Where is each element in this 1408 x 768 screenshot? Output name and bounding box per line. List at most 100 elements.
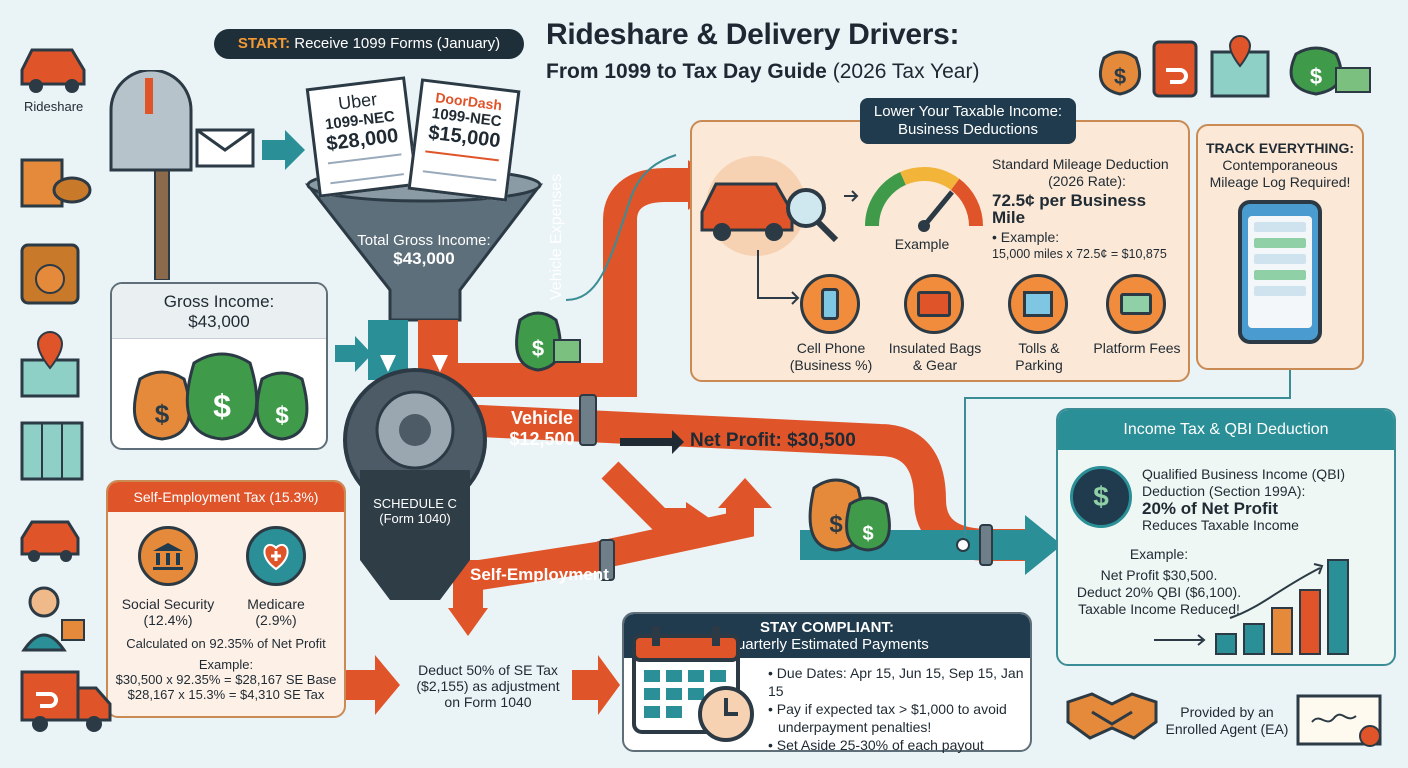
bank-icon: [138, 526, 198, 586]
deduct-line1: Deduct 50% of SE Tax: [418, 662, 558, 678]
track-line1: Contemporaneous: [1222, 157, 1338, 173]
deduct-half-text: Deduct 50% of SE Tax ($2,155) as adjustm…: [400, 662, 576, 710]
svg-text:$: $: [275, 402, 289, 429]
se-tax-header: Self-Employment Tax (15.3%): [108, 482, 344, 512]
compliance-bullet: • Due Dates: Apr 15, Jun 15, Sep 15, Jan…: [768, 665, 1024, 699]
delivery-person-icon: [21, 586, 85, 652]
ss-line1: Social Security: [121, 596, 215, 612]
subtitle-year: (2026 Tax Year): [832, 60, 980, 83]
se-example-2: $28,167 x 15.3% = $4,310 SE Tax: [127, 687, 325, 702]
deductions-header-line2: Business Deductions: [897, 121, 1039, 138]
car-magnifier-icon: [700, 156, 839, 256]
deduction-item-bags: Insulated Bags & Gear: [880, 340, 990, 374]
med-line2: (2.9%): [255, 612, 297, 628]
deduct-line2: ($2,155) as adjustment: [416, 678, 560, 694]
gross-arrow: [335, 336, 372, 372]
pipe-valve: [579, 394, 597, 446]
gross-income-label: Gross Income:: [163, 292, 275, 311]
deduction-item-tolls: Tolls & Parking: [984, 340, 1094, 374]
header-icons: $ $: [1099, 34, 1371, 98]
mileage-info: Standard Mileage Deduction (2026 Rate): …: [992, 156, 1182, 263]
qbi-line4: Reduces Taxable Income: [1142, 517, 1299, 533]
svg-text:$: $: [829, 511, 843, 538]
track-text: TRACK EVERYTHING: Contemporaneous Mileag…: [1198, 140, 1362, 191]
pipe-valve: [599, 539, 615, 581]
track-line2: Mileage Log Required!: [1209, 174, 1351, 190]
gross-income-panel: Gross Income: $43,000 $ $ $: [110, 282, 328, 450]
connector-line-2: [964, 370, 1291, 540]
down-arrow: [380, 355, 396, 372]
schedule-c-form: (Form 1040): [379, 511, 451, 526]
qbi-header: Income Tax & QBI Deduction: [1058, 410, 1394, 450]
money-bags-pair: $ $: [808, 478, 891, 552]
gross-income-header: Gross Income: $43,000: [112, 284, 326, 339]
mileage-rate: 72.5¢ per Business Mile: [992, 191, 1147, 227]
svg-text:$: $: [155, 399, 170, 429]
uber-form: Uber 1099-NEC $28,000: [305, 76, 419, 198]
qbi-example-1: Net Profit $30,500.: [1100, 567, 1218, 583]
form-lines: [422, 150, 499, 182]
compliance-bullet: • Set Aside 25-30% of each payout: [768, 737, 984, 753]
compliance-title1: STAY COMPLIANT:: [760, 619, 894, 636]
qbi-line2: Deduction (Section 199A):: [1142, 483, 1306, 499]
se-calc-text: Calculated on 92.35% of Net Profit: [126, 636, 326, 651]
schedule-c-body: [360, 470, 470, 600]
se-example-1: $30,500 x 92.35% = $28,167 SE Base: [115, 672, 337, 687]
map-icon: [20, 421, 84, 481]
gauge-icon: [865, 167, 983, 232]
cash-bag-illustration: $: [515, 311, 581, 372]
vehicle-expense-pipe: [449, 168, 690, 398]
mailbox-icon: [109, 70, 255, 280]
money-bag-icon: $: [1099, 50, 1141, 96]
funnel-label: Total Gross Income: $43,000: [340, 232, 508, 269]
money-bag-icon: $: [185, 352, 259, 441]
dollar-hand-icon: $: [1070, 466, 1132, 528]
pipe-valve: [979, 524, 993, 566]
deduction-item-fees: Platform Fees: [1082, 340, 1192, 357]
deduction-item-phone: Cell Phone (Business %): [776, 340, 886, 374]
gauge-label: Example: [894, 236, 950, 252]
se-tax-calc: Calculated on 92.35% of Net Profit Examp…: [108, 636, 344, 702]
svg-text:$: $: [1114, 64, 1126, 89]
side-pipe: [601, 461, 690, 532]
compliance-bullets: • Due Dates: Apr 15, Jun 15, Sep 15, Jan…: [768, 664, 1030, 754]
deduct-arrow: [572, 655, 620, 715]
start-banner: START: Receive 1099 Forms (January): [214, 29, 524, 59]
money-bags-illustration: $ $ $: [132, 352, 309, 441]
qbi-line3: 20% of Net Profit: [1142, 499, 1279, 518]
phone-mileage-app-icon: [1238, 200, 1322, 344]
medicare-label: Medicare (2.9%): [226, 596, 326, 628]
doordash-bag-icon: [1152, 40, 1198, 98]
money-bag-icon: $: [255, 371, 309, 441]
svg-text:$: $: [862, 523, 873, 545]
se-tax-arrow: [340, 655, 400, 715]
phone-screen: [1248, 216, 1312, 328]
sidebar-icons: [20, 48, 92, 652]
gross-income-amount: $43,000: [188, 312, 250, 331]
cash-bag-icon: $: [1289, 46, 1371, 96]
example-calc: 15,000 miles x 72.5¢ = $10,875: [992, 247, 1167, 261]
toll-parking-icon: [1008, 274, 1068, 334]
compliance-bullet-cont: underpayment penalties!: [778, 719, 932, 735]
med-line1: Medicare: [247, 596, 305, 612]
connector-elbow: [757, 250, 800, 305]
side-arrowhead: [686, 502, 712, 538]
form-lines: [327, 153, 404, 185]
vehicle-flow-amount: $12,500: [509, 429, 575, 449]
qbi-example: Example: Net Profit $30,500. Deduct 20% …: [1066, 546, 1252, 618]
example-label: • Example:: [992, 229, 1060, 245]
deduction-item-line: Insulated Bags: [888, 340, 982, 356]
start-keyword: START:: [237, 35, 291, 52]
doordash-form: DoorDash 1099-NEC $15,000: [407, 78, 521, 202]
deduction-item-line: (Business %): [789, 357, 873, 373]
connector-line: [565, 154, 677, 301]
svg-text:$: $: [532, 336, 544, 361]
qbi-example-3: Taxable Income Reduced!: [1078, 601, 1240, 617]
se-up-arrowhead: [718, 478, 772, 508]
net-profit-arrow: [620, 430, 684, 454]
self-employment-arrowhead: [448, 608, 488, 636]
delivery-truck-icon: [20, 670, 112, 732]
vehicle-expenses-label: Vehicle Expenses: [548, 173, 565, 300]
track-title: TRACK EVERYTHING:: [1205, 140, 1355, 156]
svg-text:$: $: [1310, 64, 1322, 89]
